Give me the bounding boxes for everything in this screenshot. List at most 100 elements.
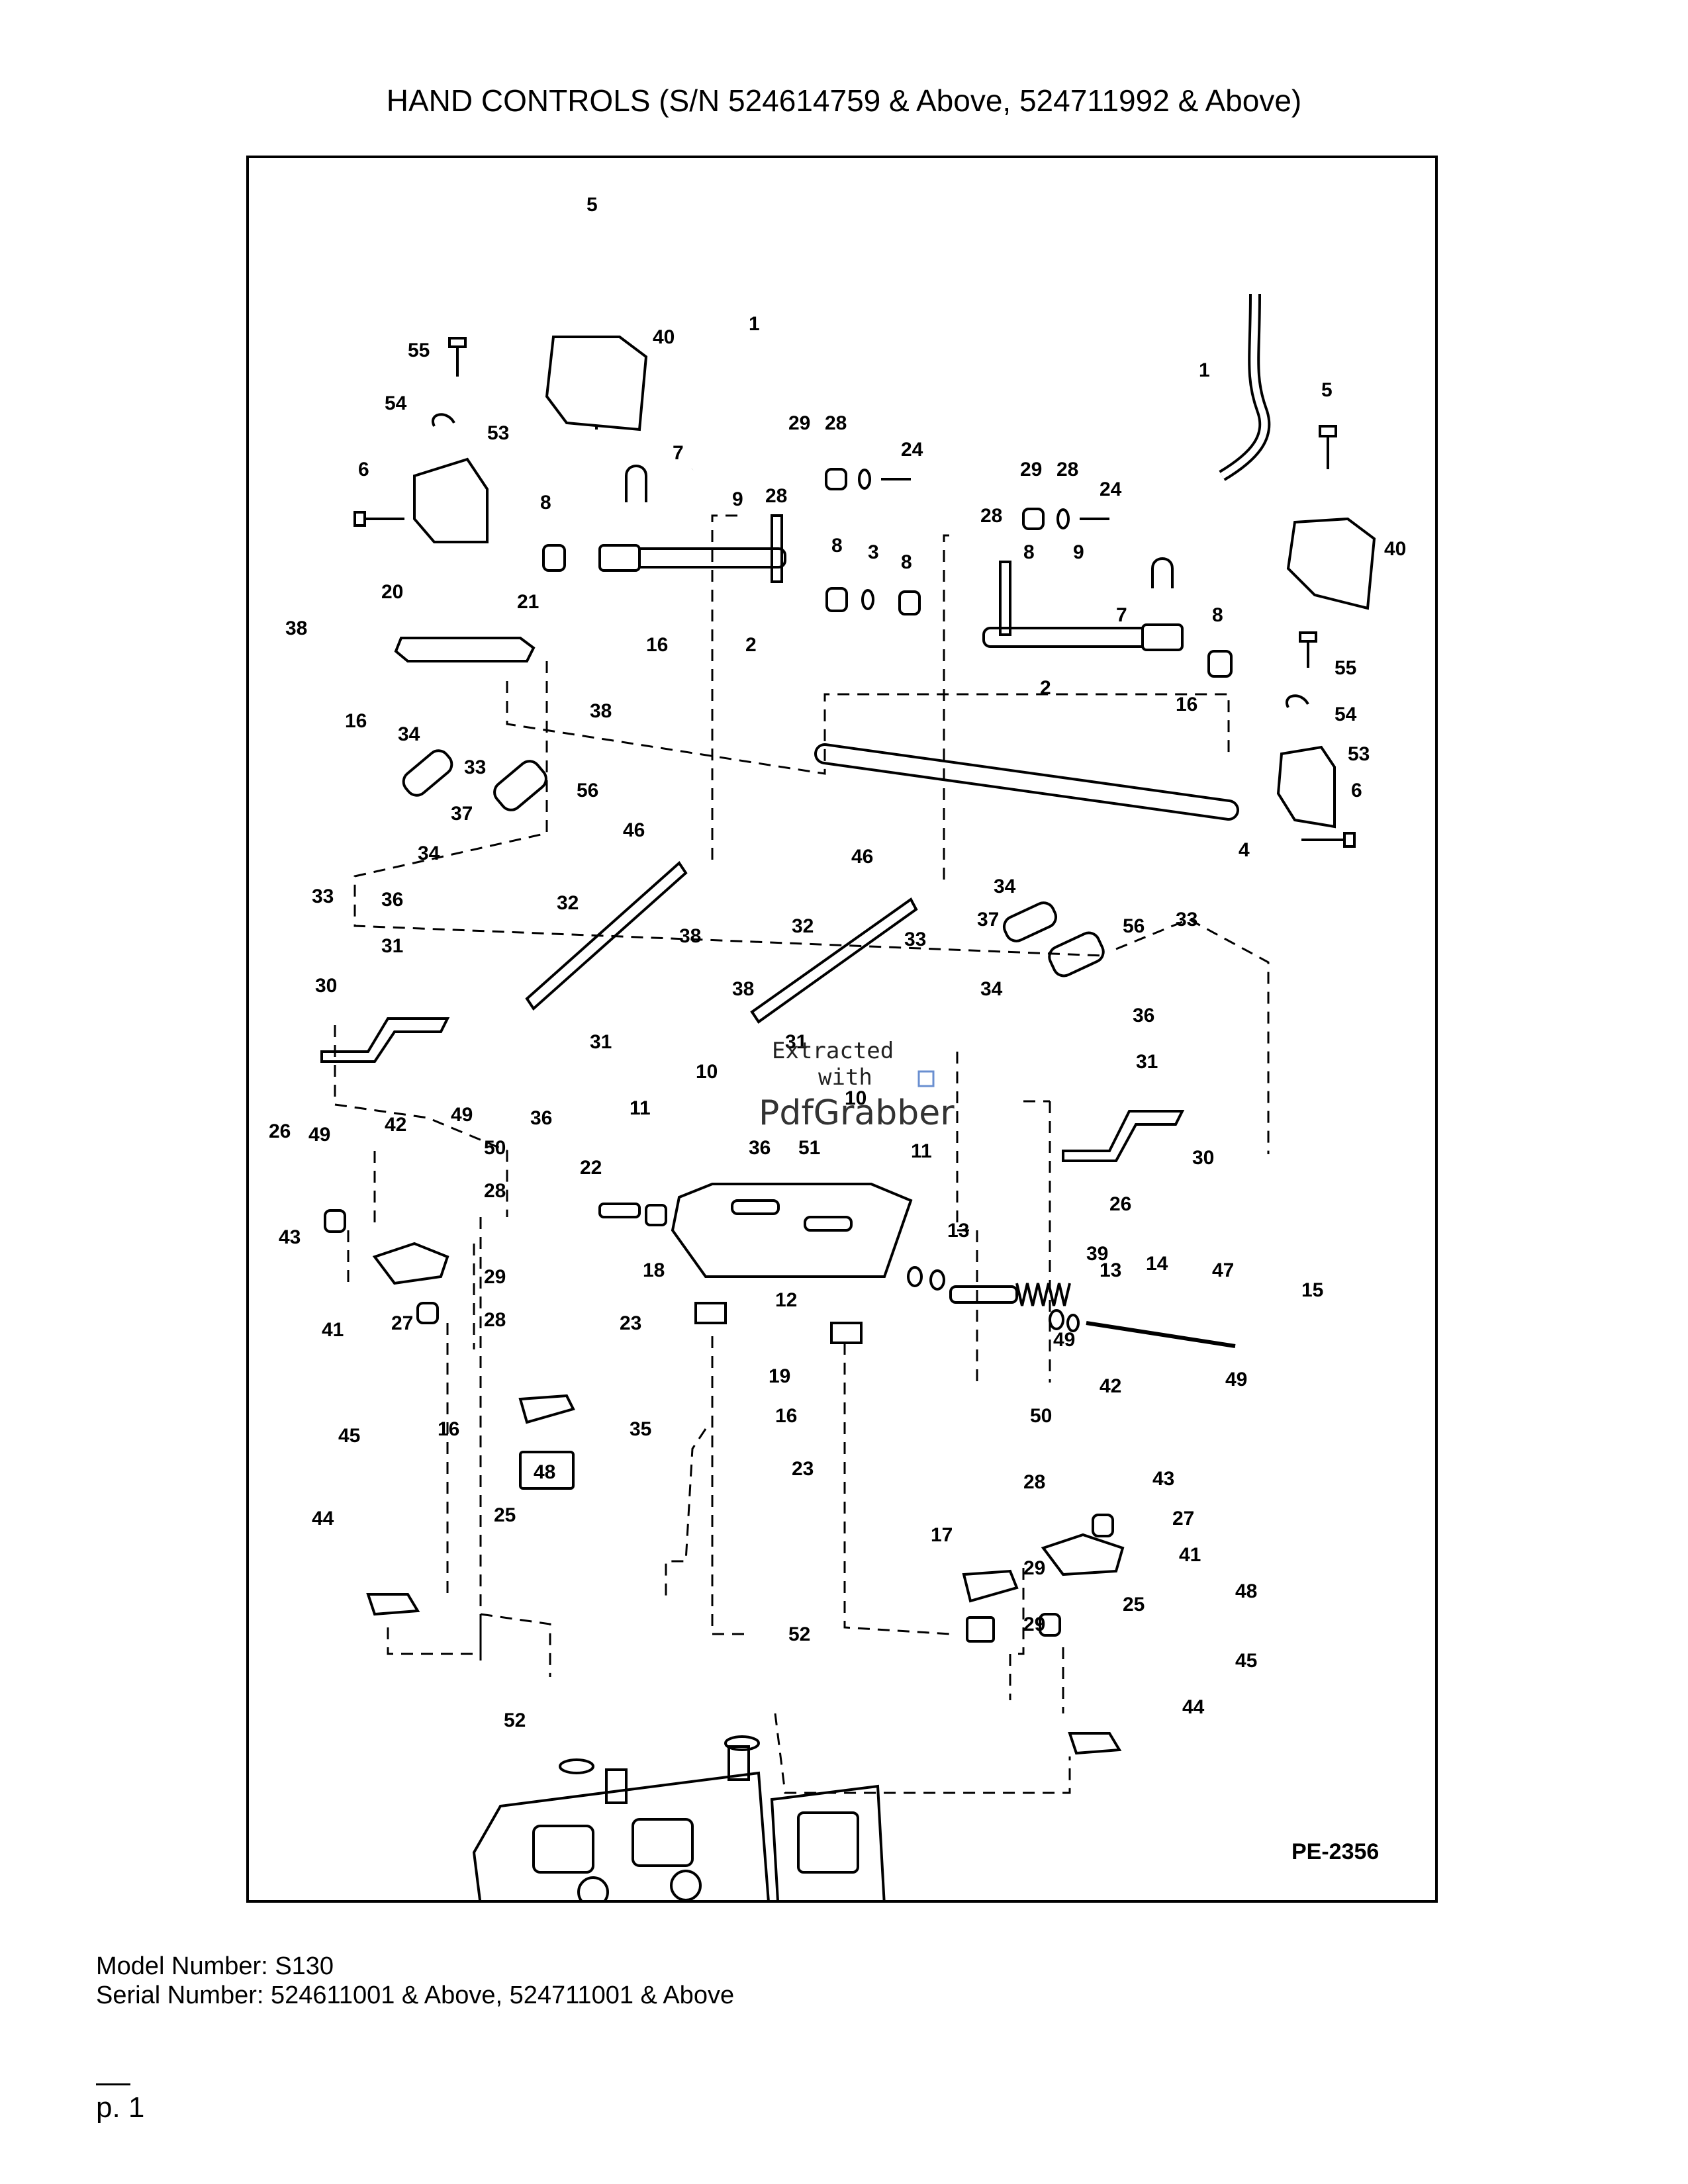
callout-7: 7 (1116, 604, 1127, 626)
figure-code: PE-2356 (1291, 1839, 1379, 1864)
callout-55: 55 (1335, 657, 1356, 679)
callout-28: 28 (1023, 1471, 1045, 1493)
callout-53: 53 (1348, 743, 1370, 765)
callout-17: 17 (931, 1524, 953, 1546)
callout-36: 36 (381, 889, 403, 911)
callout-22: 22 (580, 1157, 602, 1179)
callout-49: 49 (1053, 1329, 1075, 1351)
callout-32: 32 (792, 915, 814, 937)
callout-25: 25 (494, 1504, 516, 1526)
watermark-logo-icon (917, 1070, 935, 1087)
callout-52: 52 (504, 1709, 526, 1731)
callout-53: 53 (487, 422, 509, 444)
callout-33: 33 (464, 756, 486, 778)
callout-7: 7 (673, 442, 684, 464)
callout-43: 43 (279, 1226, 301, 1248)
callout-50: 50 (484, 1137, 506, 1159)
callout-3: 3 (868, 541, 879, 563)
callout-41: 41 (322, 1319, 344, 1341)
callout-16: 16 (1176, 694, 1197, 715)
callout-34: 34 (398, 723, 420, 745)
watermark-line1: Extracted (772, 1038, 894, 1064)
page-number: p. 1 (96, 2091, 145, 2124)
callout-28: 28 (484, 1180, 506, 1202)
callout-37: 37 (977, 909, 999, 931)
callout-23: 23 (792, 1458, 814, 1480)
callout-36: 36 (530, 1107, 552, 1129)
callout-29: 29 (1020, 459, 1042, 480)
callout-40: 40 (1384, 538, 1406, 560)
callout-16: 16 (646, 634, 668, 656)
callout-38: 38 (285, 617, 307, 639)
callout-29: 29 (484, 1266, 506, 1288)
serial-number: Serial Number: 524611001 & Above, 524711… (96, 1981, 735, 2009)
callout-31: 31 (381, 935, 403, 957)
callout-13: 13 (1100, 1259, 1121, 1281)
watermark-line2: with (818, 1064, 872, 1091)
callout-31: 31 (785, 1031, 807, 1053)
callout-30: 30 (315, 975, 337, 997)
callout-numbers: 1 1 2 2 3 4 5 5 6 6 7 7 8 8 8 8 8 9 9 10… (269, 194, 1406, 1731)
callout-8: 8 (1212, 604, 1223, 626)
callout-10: 10 (696, 1061, 718, 1083)
callout-34: 34 (980, 978, 1003, 1000)
callout-48: 48 (1235, 1580, 1257, 1602)
callout-30: 30 (1192, 1147, 1214, 1169)
callout-28: 28 (765, 485, 787, 507)
callout-9: 9 (1073, 541, 1084, 563)
callout-27: 27 (1172, 1508, 1194, 1529)
callout-11: 11 (911, 1140, 932, 1162)
callout-13: 13 (947, 1220, 969, 1242)
callout-29: 29 (788, 412, 810, 434)
callout-49: 49 (1225, 1369, 1247, 1390)
page-title: HAND CONTROLS (S/N 524614759 & Above, 52… (386, 83, 1302, 118)
callout-38: 38 (732, 978, 754, 1000)
model-number: Model Number: S130 (96, 1952, 334, 1980)
callout-29: 29 (1023, 1557, 1045, 1579)
callout-26: 26 (1109, 1193, 1131, 1215)
callout-5: 5 (1321, 379, 1333, 401)
callout-52: 52 (788, 1623, 810, 1645)
callout-2: 2 (1040, 677, 1051, 699)
callout-24: 24 (901, 439, 923, 461)
callout-20: 20 (381, 581, 403, 603)
callout-8: 8 (1023, 541, 1035, 563)
callout-31: 31 (1136, 1051, 1158, 1073)
callout-31: 31 (590, 1031, 612, 1053)
diagram-artwork (320, 263, 1376, 1900)
watermark: Extracted with PdfGrabber (759, 1038, 955, 1133)
callout-1: 1 (1199, 359, 1210, 381)
callout-28: 28 (1056, 459, 1078, 480)
callout-8: 8 (540, 492, 551, 514)
callout-38: 38 (590, 700, 612, 722)
callout-19: 19 (769, 1365, 790, 1387)
callout-16: 16 (775, 1405, 797, 1427)
callout-14: 14 (1146, 1253, 1168, 1275)
callout-18: 18 (643, 1259, 665, 1281)
callout-36: 36 (749, 1137, 771, 1159)
callout-8: 8 (831, 535, 843, 557)
callout-26: 26 (269, 1120, 291, 1142)
callout-47: 47 (1212, 1259, 1234, 1281)
callout-46: 46 (851, 846, 873, 868)
callout-2: 2 (745, 634, 757, 656)
callout-9: 9 (732, 488, 743, 510)
callout-15: 15 (1301, 1279, 1323, 1301)
callout-46: 46 (623, 819, 645, 841)
callout-50: 50 (1030, 1405, 1052, 1427)
callout-33: 33 (312, 886, 334, 907)
callout-28: 29 (1023, 1614, 1045, 1635)
callout-27: 27 (391, 1312, 413, 1334)
callout-56: 56 (1123, 915, 1145, 937)
callout-54: 54 (385, 392, 407, 414)
callout-35: 35 (630, 1418, 651, 1440)
callout-28: 28 (980, 505, 1002, 527)
callout-38: 38 (679, 925, 701, 947)
parts-diagram-frame: 1 1 2 2 3 4 5 5 6 6 7 7 8 8 8 8 8 9 9 10… (246, 156, 1438, 1903)
callout-16: 16 (438, 1418, 459, 1440)
callout-4: 4 (1239, 839, 1250, 861)
callout-42: 42 (1100, 1375, 1121, 1397)
callout-34: 34 (994, 876, 1016, 897)
callout-21: 21 (517, 591, 539, 613)
page-divider (96, 2083, 130, 2085)
